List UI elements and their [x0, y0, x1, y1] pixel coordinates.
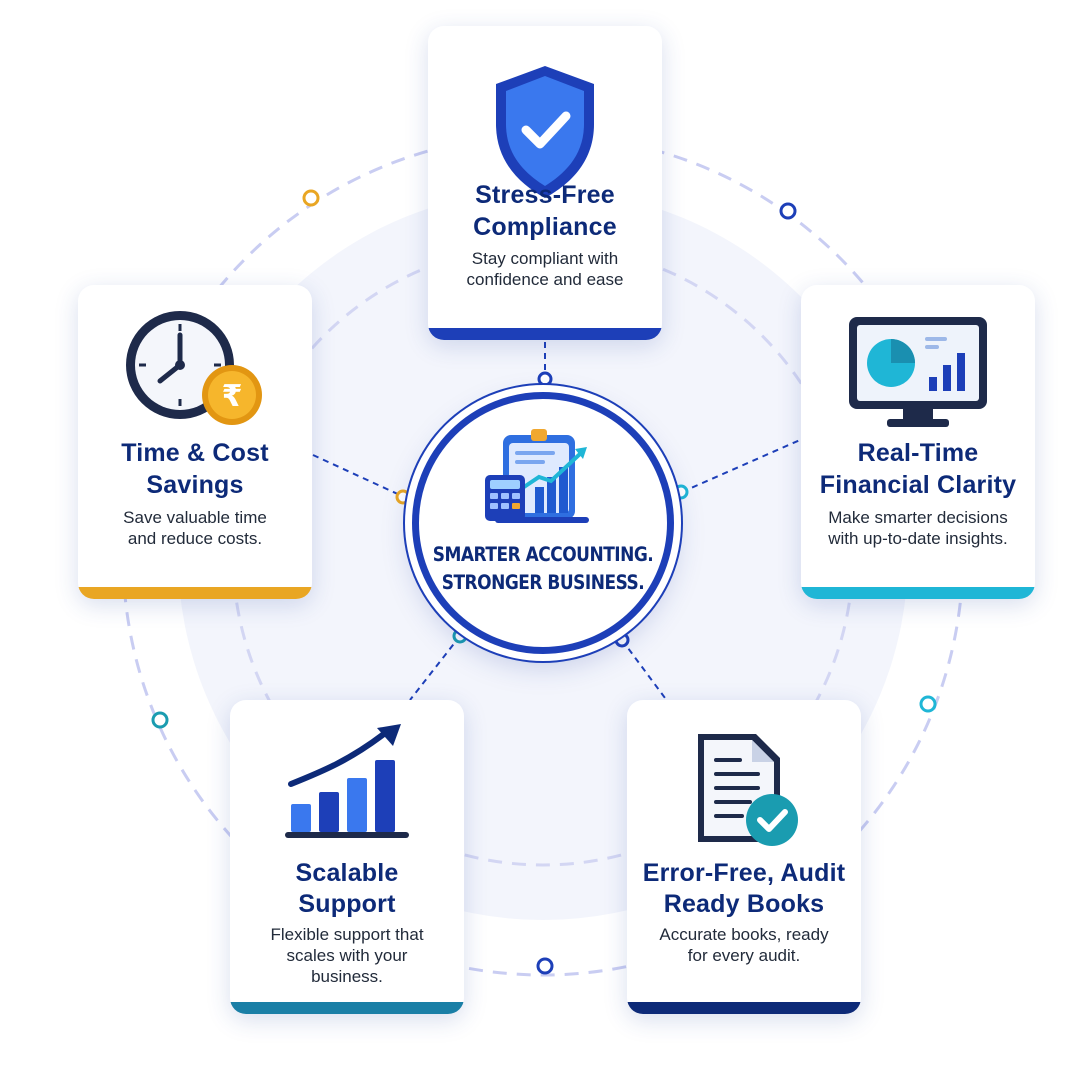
- card-desc-line-1: Flexible support that: [270, 925, 424, 944]
- card-title-line-1: Scalable: [295, 859, 399, 887]
- card-accent-bar: [627, 1002, 861, 1014]
- card-title-line-2: Ready Books: [663, 890, 825, 918]
- shield-check-icon: [496, 66, 594, 198]
- card-clarity: Real-Time Financial Clarity Make smarter…: [801, 285, 1035, 599]
- accounting-dashboard-icon: [485, 429, 589, 523]
- card-title-line-2: Financial Clarity: [819, 471, 1017, 499]
- card-title-line-1: Time & Cost: [121, 439, 269, 467]
- clock-rupee-icon: ₹: [126, 311, 262, 425]
- card-audit: Error-Free, Audit Ready Books Accurate b…: [627, 700, 861, 1014]
- card-title-line-2: Support: [298, 890, 396, 918]
- card-desc-line-1: Make smarter decisions: [828, 508, 1008, 527]
- card-compliance: Stress-Free Compliance Stay compliant wi…: [428, 26, 662, 340]
- card-desc-line-2: with up-to-date insights.: [828, 529, 1008, 548]
- card-accent-bar: [428, 328, 662, 340]
- card-title-line-1: Error-Free, Audit: [642, 859, 846, 887]
- card-title-line-2: Savings: [146, 471, 244, 499]
- growth-bars-icon: [285, 724, 409, 838]
- card-desc-line-2: for every audit.: [687, 946, 801, 965]
- card-desc-line-1: Save valuable time: [123, 508, 267, 527]
- card-desc-line-1: Stay compliant with: [471, 249, 619, 268]
- tagline-line-2: STRONGER BUSINESS.: [441, 571, 645, 595]
- card-title-line-2: Compliance: [473, 213, 617, 241]
- card-desc-line-3: business.: [311, 967, 383, 986]
- card-desc-line-1: Accurate books, ready: [659, 925, 829, 944]
- card-accent-bar: [230, 1002, 464, 1014]
- card-desc-line-2: scales with your: [286, 946, 408, 965]
- card-time-cost: ₹ Time & Cost Savings Save valuable time…: [78, 285, 312, 599]
- card-accent-bar: [801, 587, 1035, 599]
- card-title-line-1: Stress-Free: [475, 181, 615, 209]
- card-desc-line-2: confidence and ease: [466, 270, 624, 289]
- card-title-line-1: Real-Time: [857, 439, 979, 467]
- monitor-chart-icon: [849, 317, 987, 427]
- center-hub: SMARTER ACCOUNTING. STRONGER BUSINESS.: [412, 392, 674, 654]
- document-check-icon: [698, 734, 798, 846]
- card-accent-bar: [78, 587, 312, 599]
- card-desc-line-2: and reduce costs.: [127, 529, 263, 548]
- card-scalable: Scalable Support Flexible support that s…: [230, 700, 464, 1014]
- svg-text:₹: ₹: [222, 379, 243, 414]
- tagline-line-1: SMARTER ACCOUNTING.: [432, 543, 654, 567]
